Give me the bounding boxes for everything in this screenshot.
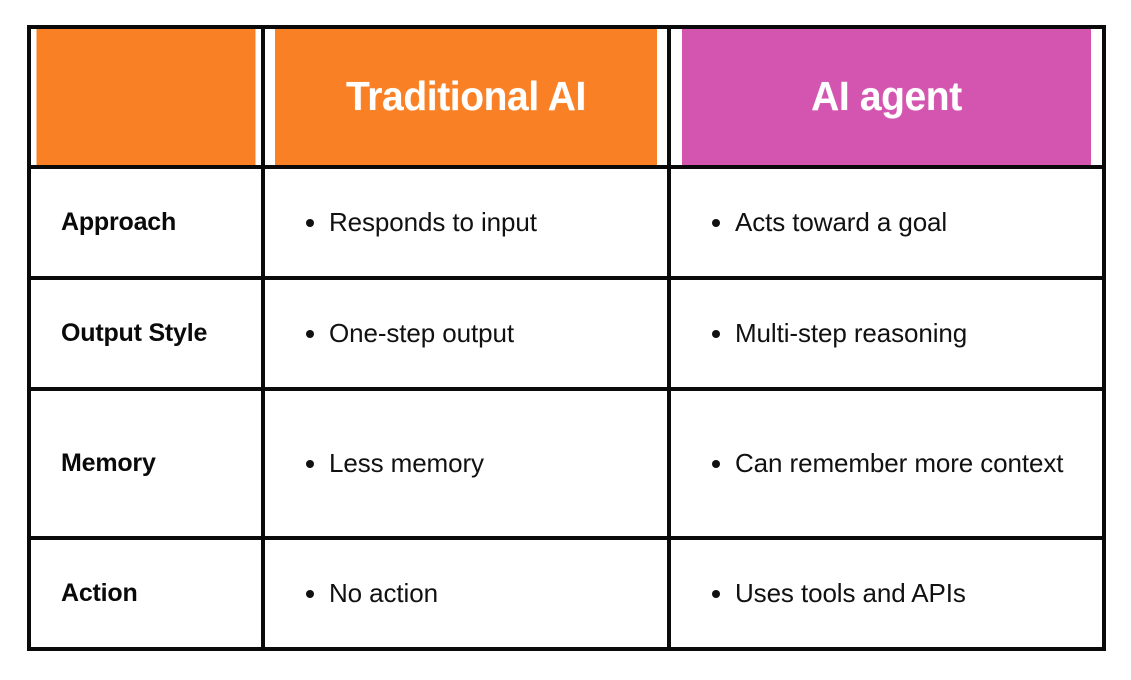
bullet-list-traditional-memory: Less memory [285, 446, 649, 480]
cell-agent-memory: Can remember more context [667, 387, 1106, 540]
cell-agent-output-style: Multi-step reasoning [667, 276, 1106, 391]
table-row-memory: Memory Less memory Can remember more con… [27, 387, 1106, 540]
list-item: Uses tools and APIs [712, 576, 1084, 610]
cell-traditional-output-style: One-step output [261, 276, 671, 391]
comparison-table: Traditional AI AI agent Approach Respond… [27, 25, 1106, 651]
bullet-list-traditional-output-style: One-step output [285, 316, 649, 350]
header-label-traditional-ai: Traditional AI [346, 73, 586, 120]
header-row: Traditional AI AI agent [29, 25, 1104, 169]
table-row-action: Action No action Uses tools and APIs [27, 536, 1106, 651]
list-item: Can remember more context [712, 446, 1084, 480]
attribute-label-action: Action [27, 536, 265, 651]
table-body: Approach Responds to input Acts toward a… [27, 165, 1106, 651]
cell-agent-approach: Acts toward a goal [667, 165, 1106, 280]
attribute-label-memory: Memory [27, 387, 265, 540]
header-cell-ai-agent: AI agent [677, 25, 1096, 169]
table-header: Traditional AI AI agent [29, 25, 1104, 169]
bullet-list-traditional-approach: Responds to input [285, 205, 649, 239]
list-item: Multi-step reasoning [712, 316, 1084, 350]
cell-traditional-memory: Less memory [261, 387, 671, 540]
attribute-label-approach: Approach [27, 165, 265, 280]
cell-traditional-approach: Responds to input [261, 165, 671, 280]
list-item: One-step output [306, 316, 649, 350]
bullet-list-agent-approach: Acts toward a goal [691, 205, 1084, 239]
list-item: Responds to input [306, 205, 649, 239]
table-row-output-style: Output Style One-step output Multi-step … [27, 276, 1106, 391]
table-row-approach: Approach Responds to input Acts toward a… [27, 165, 1106, 280]
cell-traditional-action: No action [261, 536, 671, 651]
header-cell-blank [32, 25, 260, 169]
list-item: Less memory [306, 446, 649, 480]
list-item: No action [306, 576, 649, 610]
bullet-list-agent-output-style: Multi-step reasoning [691, 316, 1084, 350]
bullet-list-agent-memory: Can remember more context [691, 446, 1084, 480]
bullet-list-agent-action: Uses tools and APIs [691, 576, 1084, 610]
header-cell-traditional-ai: Traditional AI [271, 25, 661, 169]
attribute-label-output-style: Output Style [27, 276, 265, 391]
header-label-ai-agent: AI agent [811, 73, 962, 120]
cell-agent-action: Uses tools and APIs [667, 536, 1106, 651]
list-item: Acts toward a goal [712, 205, 1084, 239]
bullet-list-traditional-action: No action [285, 576, 649, 610]
